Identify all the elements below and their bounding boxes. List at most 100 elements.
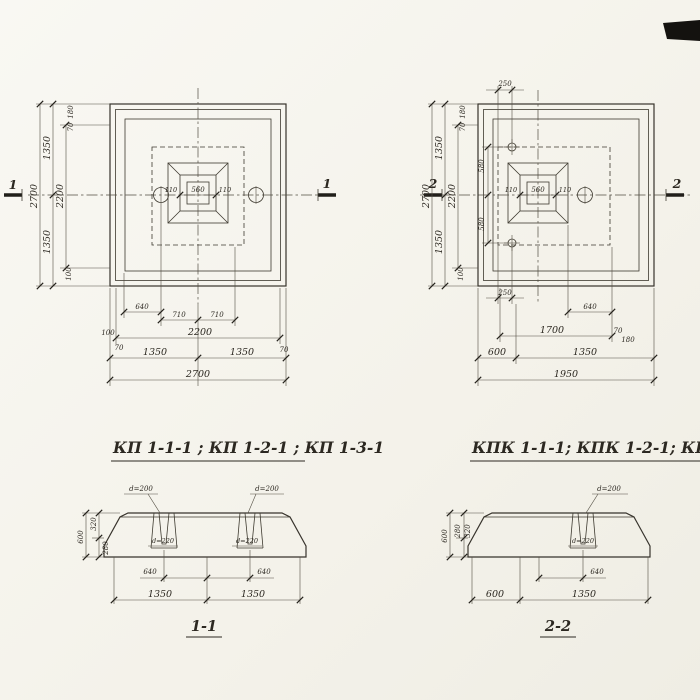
dim-tick <box>231 316 239 324</box>
dim-tick <box>494 294 502 302</box>
dim-tick <box>120 308 128 316</box>
dim-tick <box>508 294 516 302</box>
dim-tick <box>110 596 118 604</box>
label-d220-right: d=220 <box>236 537 258 545</box>
dim-tick <box>160 574 168 582</box>
dim-320-s2: 320 <box>464 524 472 538</box>
dim-tick <box>212 191 220 199</box>
dim-2200-r: 2200 <box>447 184 458 209</box>
dim-tick <box>446 509 454 517</box>
dim-tick <box>203 574 211 582</box>
dim-1950: 1950 <box>554 369 578 380</box>
dim-tick <box>552 191 560 199</box>
dim-1350-bot-r: 1350 <box>434 230 445 254</box>
dim-1350-top: 1350 <box>42 136 53 160</box>
dim-280-s1: 280 <box>102 541 110 556</box>
dim-1350-bot: 1350 <box>42 230 53 254</box>
dim-tick <box>484 191 492 199</box>
dim-tick <box>460 553 468 561</box>
dim-tick <box>36 282 44 290</box>
dim-710-r: 710 <box>210 311 224 319</box>
dim-tick <box>82 553 90 561</box>
dim-110-rr: 110 <box>559 186 571 194</box>
dim-tick <box>157 316 165 324</box>
plan-right-title: КПК 1-1-1; КПК 1-2-1; КПК 1-3-1 <box>471 438 700 457</box>
dim-tick <box>428 282 436 290</box>
dim-600-s1: 600 <box>77 530 85 544</box>
plan-right-dashed-outline <box>497 146 611 246</box>
dim-tick <box>579 574 587 582</box>
dim-600-rb: 600 <box>488 347 506 358</box>
section-marker-1-left: 1 <box>9 177 18 192</box>
dim-tick <box>176 191 184 199</box>
dim-320-s1: 320 <box>90 517 98 531</box>
dim-180: 180 <box>67 105 75 119</box>
dim-640-s1-r: 640 <box>257 568 271 576</box>
dim-tick <box>494 86 502 94</box>
dim-tick <box>454 121 462 129</box>
section-2-2: d=200 d=220 600 280 320 640 600 1350 2-2 <box>441 485 652 638</box>
dim-tick <box>484 239 492 247</box>
dim-1350-s1-l: 1350 <box>148 589 172 600</box>
dim-580-bot: 580 <box>478 217 486 231</box>
dim-1700: 1700 <box>540 325 564 336</box>
dim-tick <box>49 282 57 290</box>
dim-2200-b: 2200 <box>187 327 212 338</box>
dim-tick <box>49 100 57 108</box>
dim-tick <box>484 143 492 151</box>
dim-70-r: 70 <box>459 122 467 131</box>
dim-70-rb: 70 <box>614 327 623 335</box>
dim-2700-b: 2700 <box>185 369 210 380</box>
plan-right-linework <box>420 86 690 386</box>
dim-tick <box>496 332 504 340</box>
dim-1350-rb: 1350 <box>573 347 597 358</box>
dim-tick <box>36 100 44 108</box>
plan-left-title: КП 1-1-1 ; КП 1-2-1 ; КП 1-3-1 <box>112 438 384 457</box>
dim-1350-top-r: 1350 <box>434 136 445 160</box>
dim-tick <box>608 308 616 316</box>
dim-tick <box>441 100 449 108</box>
section-2-title: 2-2 <box>544 618 571 635</box>
dim-tick <box>441 191 449 199</box>
dim-1350-s1-r: 1350 <box>241 589 265 600</box>
label-d200-left: d=200 <box>129 485 153 493</box>
dim-1350-br: 1350 <box>230 347 254 358</box>
dim-1350-s2-b: 1350 <box>572 589 596 600</box>
dim-180-rb: 180 <box>621 336 635 344</box>
dim-tick <box>516 191 524 199</box>
dim-tick <box>62 121 70 129</box>
dim-100: 100 <box>65 267 73 281</box>
dim-tick <box>194 316 202 324</box>
dim-70: 70 <box>67 122 75 131</box>
dim-tick <box>49 191 57 199</box>
dim-250-top: 250 <box>497 80 512 88</box>
section-marker-1-right: 1 <box>323 176 332 191</box>
section-1-1-linework <box>82 493 307 604</box>
dim-2700-r: 2700 <box>421 184 432 209</box>
section-2-2-linework <box>446 493 652 604</box>
dim-70-br: 70 <box>280 346 289 354</box>
dim-640-s1-l: 640 <box>143 568 157 576</box>
dim-tick <box>474 376 482 384</box>
dim-600-s2: 600 <box>441 529 449 543</box>
dim-tick <box>460 509 468 517</box>
dim-tick <box>508 86 516 94</box>
scan-artifact <box>663 20 700 41</box>
dim-tick <box>82 509 90 517</box>
dim-70-bl: 70 <box>115 344 124 352</box>
dim-110-left: 110 <box>165 186 177 194</box>
dim-280-s2: 280 <box>454 524 462 539</box>
dim-tick <box>95 509 103 517</box>
dim-tick <box>468 596 476 604</box>
dim-tick <box>282 354 290 362</box>
dim-560: 560 <box>191 186 205 194</box>
section-1-title: 1-1 <box>191 618 217 635</box>
dim-250-bot: 250 <box>497 289 512 297</box>
dim-2200: 2200 <box>55 184 66 209</box>
label-d200-right: d=200 <box>255 485 279 493</box>
dim-tick <box>516 596 524 604</box>
dim-tick <box>95 553 103 561</box>
dim-tick <box>106 376 114 384</box>
